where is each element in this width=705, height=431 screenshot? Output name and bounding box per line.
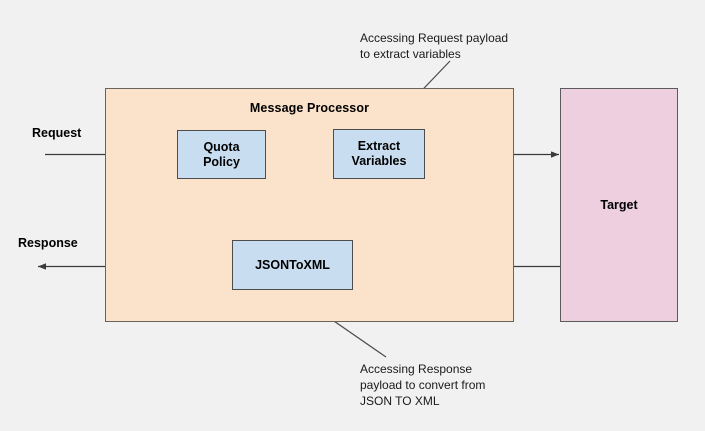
label-response: Response: [18, 236, 78, 250]
annotation-response-payload: Accessing Response payload to convert fr…: [360, 362, 486, 409]
node-quota-policy[interactable]: Quota Policy: [177, 130, 266, 179]
node-extract-variables[interactable]: Extract Variables: [333, 129, 425, 179]
node-target[interactable]: Target: [560, 88, 678, 322]
node-target-label: Target: [600, 197, 638, 212]
node-jsontoxml-label: JSONToXML: [255, 257, 330, 272]
label-request: Request: [32, 126, 82, 140]
node-jsontoxml[interactable]: JSONToXML: [232, 240, 353, 290]
annotation-request-payload: Accessing Request payload to extract var…: [360, 31, 509, 62]
node-extract-variables-label: Extract Variables: [351, 139, 407, 168]
message-processor-title: Message Processor: [249, 101, 370, 115]
node-quota-policy-label: Quota Policy: [203, 139, 240, 169]
